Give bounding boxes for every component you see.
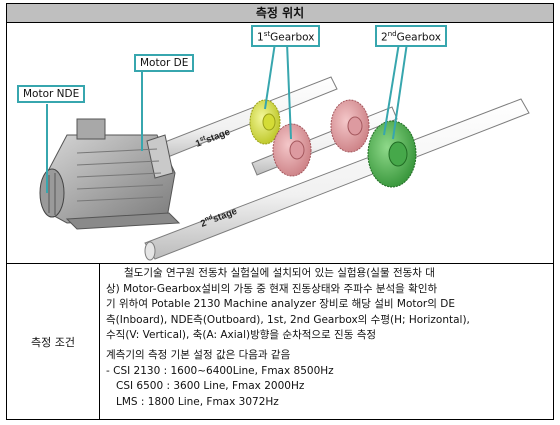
callout-motor-de: Motor DE xyxy=(134,54,195,72)
conditions-body: 철도기술 연구원 전동차 실험실에 설치되어 있는 실험용(실물 전동차 대 상… xyxy=(100,264,552,419)
settings-line: LMS : 1800 Line, Fmax 3072Hz xyxy=(116,395,279,408)
settings-line: - CSI 2130 : 1600~6400Line, Fmax 8500Hz xyxy=(106,364,334,377)
paragraph-line: 기 위하여 Potable 2130 Machine analyzer 장비로 … xyxy=(106,298,455,310)
gear-green xyxy=(367,120,417,188)
paragraph-line: 수직(V: Vertical), 축(A: Axial)방향을 순차적으로 진동… xyxy=(106,329,377,341)
callout-leaders xyxy=(46,42,408,193)
settings-block: 계측기의 측정 기본 설정 값은 다음과 같음 - CSI 2130 : 160… xyxy=(106,348,334,410)
motor xyxy=(39,118,181,230)
paragraph-line: 상) Motor-Gearbox설비의 가동 중 현재 진동상태와 주파수 분석… xyxy=(106,282,438,295)
callout-motor-nde: Motor NDE xyxy=(17,85,86,103)
settings-line: CSI 6500 : 3600 Line, Fmax 2000Hz xyxy=(116,380,305,392)
conditions-paragraph: 철도기술 연구원 전동차 실험실에 설치되어 있는 실험용(실물 전동차 대 상… xyxy=(106,266,550,344)
conditions-label: 측정 조건 xyxy=(7,264,100,419)
callout-gearbox-2: 2ndGearbox xyxy=(375,25,447,47)
measurement-table: 측정 위치 xyxy=(6,3,554,420)
gear-pink-1 xyxy=(272,123,312,177)
table-header: 측정 위치 xyxy=(7,4,553,23)
settings-intro: 계측기의 측정 기본 설정 값은 다음과 같음 xyxy=(106,349,291,361)
gear-pink-2 xyxy=(330,99,370,153)
motor-gearbox-illustration: 1ststage 2ndstage xyxy=(39,42,530,261)
measurement-location-figure: 1ststage 2ndstage Motor NDE Motor DE 1st… xyxy=(7,23,553,264)
paragraph-line: 측(Inboard), NDE측(Outboard), 1st, 2nd Gea… xyxy=(106,313,470,326)
gear-yellow xyxy=(249,99,281,145)
paragraph-line: 철도기술 연구원 전동차 실험실에 설치되어 있는 실험용(실물 전동차 대 xyxy=(124,267,435,279)
callout-gearbox-1: 1stGearbox xyxy=(251,25,321,47)
